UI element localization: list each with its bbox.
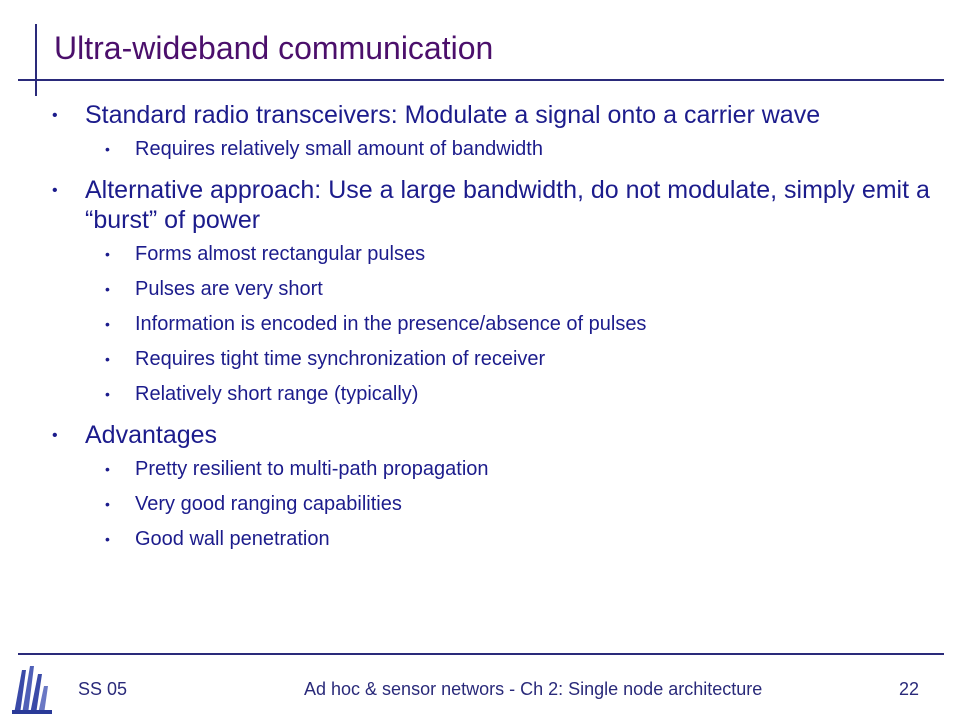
title-vertical-rule <box>35 24 37 96</box>
sub-bullet-marker: • <box>105 281 110 297</box>
sub-bullet-marker: • <box>105 316 110 332</box>
bullet-2-sub-3: • Information is encoded in the presence… <box>52 312 932 336</box>
bullet-3-sub-3-text: Good wall penetration <box>135 528 330 550</box>
bullet-2-sub-2: • Pulses are very short <box>52 277 932 301</box>
page-number: 22 <box>899 679 920 699</box>
bullet-2-sub-1-text: Forms almost rectangular pulses <box>135 243 426 265</box>
footer-course: SS 05 <box>78 679 128 699</box>
bullet-3-sub-1: • Pretty resilient to multi-path propaga… <box>52 457 932 481</box>
title-horizontal-rule <box>18 79 944 81</box>
bullet-1-sub-1: • Requires relatively small amount of ba… <box>52 137 932 161</box>
bullet-2-sub-1: • Forms almost rectangular pulses <box>52 242 932 266</box>
bullet-2-sub-2-text: Pulses are very short <box>135 278 323 300</box>
bullet-3-sub-2-text: Very good ranging capabilities <box>135 493 402 515</box>
sub-bullet-marker: • <box>105 386 110 402</box>
slide-title: Ultra-wideband communication <box>54 30 494 66</box>
bullet-2-text: Alternative approach: Use a large bandwi… <box>85 176 930 234</box>
bullet-1: • Standard radio transceivers: Modulate … <box>52 100 932 130</box>
bullet-marker: • <box>52 427 58 444</box>
sub-bullet-marker: • <box>105 246 110 262</box>
bullet-1-text: Standard radio transceivers: Modulate a … <box>85 101 821 129</box>
sub-bullet-marker: • <box>105 141 110 157</box>
sub-bullet-marker: • <box>105 351 110 367</box>
bullet-1-sub-1-text: Requires relatively small amount of band… <box>135 138 543 160</box>
footer-rule <box>18 653 944 655</box>
bullet-3: • Advantages <box>52 420 932 450</box>
bullet-2-sub-4-text: Requires tight time synchronization of r… <box>135 348 546 370</box>
footer-title: Ad hoc & sensor networs - Ch 2: Single n… <box>304 679 763 699</box>
slide-body: • Standard radio transceivers: Modulate … <box>52 98 932 562</box>
bullet-3-sub-3: • Good wall penetration <box>52 527 932 551</box>
bullet-marker: • <box>52 182 58 199</box>
bullet-2-sub-5: • Relatively short range (typically) <box>52 382 932 406</box>
bullet-3-sub-2: • Very good ranging capabilities <box>52 492 932 516</box>
sub-bullet-marker: • <box>105 461 110 477</box>
bullet-3-text: Advantages <box>85 421 218 449</box>
bullet-2-sub-4: • Requires tight time synchronization of… <box>52 347 932 371</box>
bullet-2: • Alternative approach: Use a large band… <box>52 175 932 235</box>
bullet-2-sub-5-text: Relatively short range (typically) <box>135 383 419 405</box>
bullet-2-sub-3-text: Information is encoded in the presence/a… <box>135 313 647 335</box>
sub-bullet-marker: • <box>105 531 110 547</box>
bullet-marker: • <box>52 107 58 124</box>
university-logo-icon <box>12 666 52 714</box>
sub-bullet-marker: • <box>105 496 110 512</box>
bullet-3-sub-1-text: Pretty resilient to multi-path propagati… <box>135 458 489 480</box>
